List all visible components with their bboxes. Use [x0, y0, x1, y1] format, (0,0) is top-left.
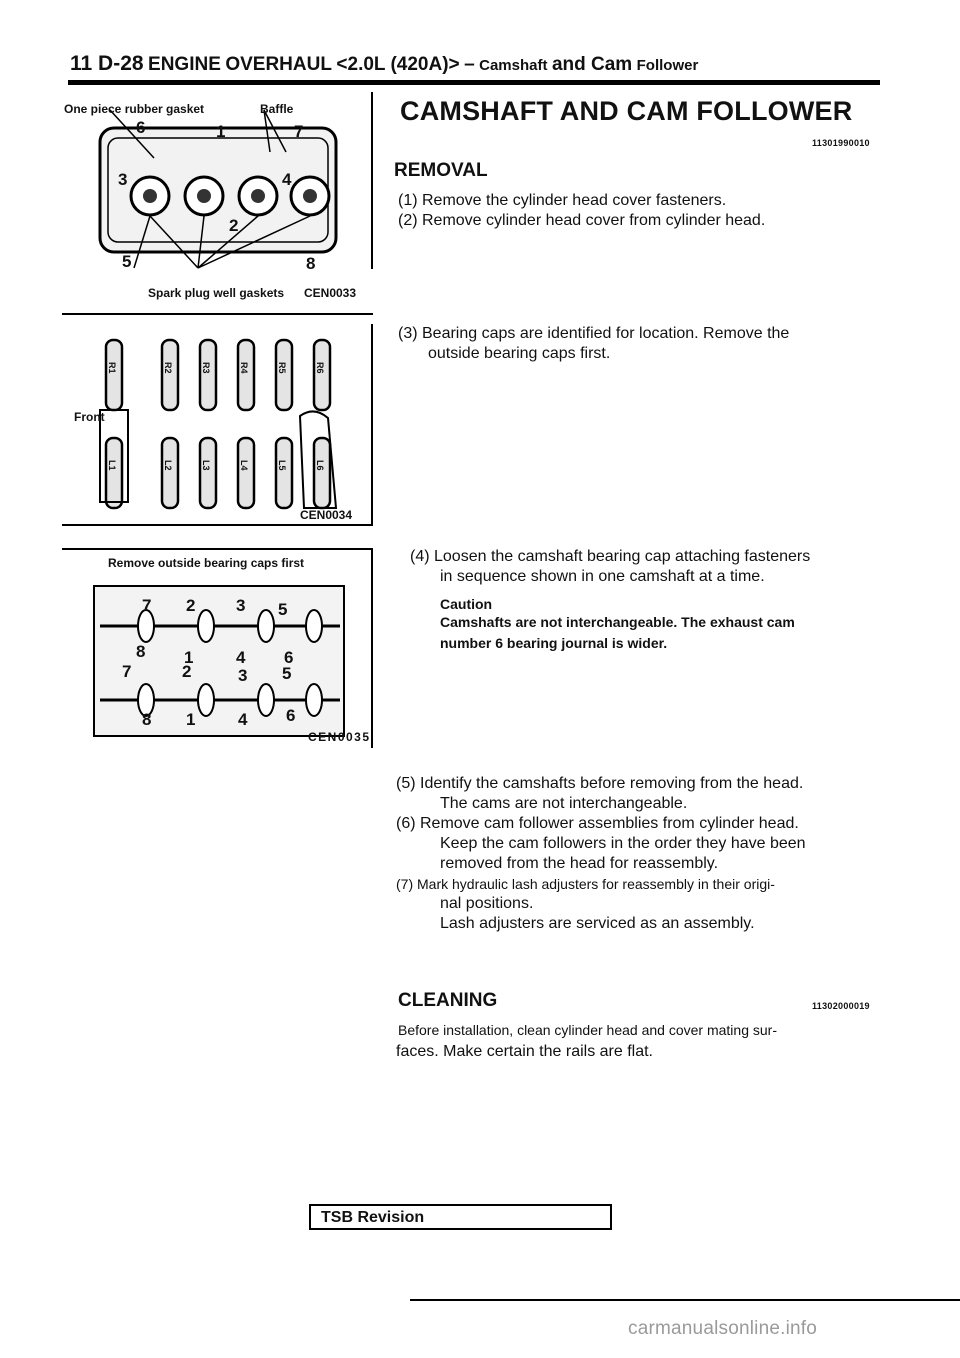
callout-7: 7 [294, 122, 304, 141]
bearing-cap-label: L1 [107, 460, 117, 471]
step-4-line-1: (4) Loosen the camshaft bearing cap atta… [410, 548, 811, 565]
callout-2: 2 [229, 216, 239, 235]
step-6-line-3: removed from the head for reassembly. [440, 855, 719, 872]
figure-divider [62, 524, 373, 526]
label-baffle: Baffle [260, 102, 294, 116]
figure-code: CEN0035 [308, 730, 371, 744]
callout-1: 1 [216, 122, 226, 141]
bearing-cap-label: R1 [107, 362, 117, 374]
heading-cleaning: CLEANING [398, 990, 498, 1011]
step-6-line-1: (6) Remove cam follower assemblies from … [396, 815, 799, 832]
step-5-line-2: The cams are not interchangeable. [440, 795, 688, 812]
bearing-caps-illustration [99, 338, 338, 510]
sequence-number: 3 [236, 596, 246, 615]
label-rubber-gasket: One piece rubber gasket [64, 102, 205, 116]
step-3-line-1: (3) Bearing caps are identified for loca… [398, 325, 790, 342]
page-title: CAMSHAFT AND CAM FOLLOWER [400, 96, 853, 126]
step-5-line-1: (5) Identify the camshafts before removi… [396, 775, 804, 792]
figure-code: CEN0033 [304, 286, 357, 300]
camshaft-sequence-illustration [93, 585, 345, 737]
bearing-cap-label: R2 [163, 362, 173, 374]
tsb-revision-box: TSB Revision [309, 1204, 612, 1230]
caution-label: Caution [440, 596, 493, 612]
sequence-number: 4 [236, 648, 246, 667]
figure-divider [62, 313, 373, 315]
caution-line-2: number 6 bearing journal is wider. [440, 635, 668, 651]
caution-line-1: Camshafts are not interchangeable. The e… [440, 614, 795, 630]
callout-4: 4 [282, 170, 292, 189]
footer-rule [410, 1299, 960, 1301]
title-code: 11301990010 [812, 138, 870, 148]
cleaning-line-1: Before installation, clean cylinder head… [398, 1022, 777, 1038]
cleaning-line-2: faces. Make certain the rails are flat. [396, 1043, 653, 1060]
sequence-number: 4 [238, 710, 248, 729]
label-remove-outside-caps: Remove outside bearing caps first [108, 556, 305, 570]
step-7-line-2: nal positions. [440, 895, 534, 912]
header-dash: – [464, 54, 475, 75]
sequence-number: 1 [186, 710, 196, 729]
figure-loosen-sequence: Remove outside bearing caps first 7 2 3 … [64, 550, 370, 748]
section-number: 11 D-28 [70, 52, 144, 75]
label-front: Front [74, 410, 105, 424]
callout-8: 8 [306, 254, 316, 273]
sequence-number: 2 [186, 596, 196, 615]
callout-6: 6 [136, 118, 146, 137]
figure-divider [371, 92, 373, 269]
bearing-cap-label: L4 [239, 460, 249, 471]
bearing-cap-label: R4 [239, 362, 249, 374]
figure-divider [371, 548, 373, 748]
label-spark-plug-gaskets: Spark plug well gaskets [148, 286, 285, 300]
bearing-cap-label: L6 [315, 460, 325, 471]
step-7-line-3: Lash adjusters are serviced as an assemb… [440, 915, 755, 932]
sequence-number: 7 [142, 596, 152, 615]
step-4-line-2: in sequence shown in one camshaft at a t… [440, 568, 765, 585]
sequence-number: 7 [122, 662, 132, 681]
sequence-number: 3 [238, 666, 248, 685]
bearing-cap-label: R5 [277, 362, 287, 374]
watermark: carmanualsonline.info [628, 1318, 818, 1339]
header-and-cam: and Cam [551, 54, 633, 75]
bearing-cap-label: R3 [201, 362, 211, 374]
step-6-line-2: Keep the cam followers in the order they… [440, 835, 806, 852]
step-7-line-1: (7) Mark hydraulic lash adjusters for re… [396, 876, 775, 892]
figure-divider [62, 548, 373, 550]
step-1: (1) Remove the cylinder head cover faste… [398, 192, 727, 209]
header-overhaul: OVERHAUL [225, 54, 332, 75]
figure-divider [371, 324, 373, 524]
figure-head-cover: One piece rubber gasket Baffle 1 2 3 4 5… [64, 92, 370, 310]
bearing-cap-label: L5 [277, 460, 287, 471]
sequence-number: 6 [284, 648, 294, 667]
sequence-number: 1 [184, 648, 194, 667]
figure-code: CEN0034 [300, 508, 353, 522]
bearing-cap-label: R6 [315, 362, 325, 374]
cleaning-code: 11302000019 [812, 1001, 870, 1011]
sequence-number: 6 [286, 706, 296, 725]
bearing-cap-label: L3 [201, 460, 211, 471]
header-camshaft: Camshaft [479, 57, 548, 74]
sequence-number: 5 [278, 600, 288, 619]
header-follower: Follower [636, 57, 699, 74]
header-engine: ENGINE [148, 54, 221, 75]
heading-removal: REMOVAL [394, 160, 488, 181]
page-header: 11 D-28 ENGINE OVERHAUL <2.0L (420A)> – … [70, 52, 698, 76]
callout-5: 5 [122, 252, 132, 271]
sequence-number: 8 [142, 710, 152, 729]
step-2: (2) Remove cylinder head cover from cyli… [398, 212, 766, 229]
header-model: <2.0L (420A)> [336, 54, 460, 75]
header-rule [68, 80, 880, 85]
sequence-number: 5 [282, 664, 292, 683]
sequence-number: 8 [136, 642, 146, 661]
callout-3: 3 [118, 170, 128, 189]
sequence-number: 2 [182, 662, 192, 681]
head-cover-illustration [98, 109, 338, 269]
step-3-line-2: outside bearing caps first. [428, 345, 611, 362]
bearing-cap-label: L2 [163, 460, 173, 471]
